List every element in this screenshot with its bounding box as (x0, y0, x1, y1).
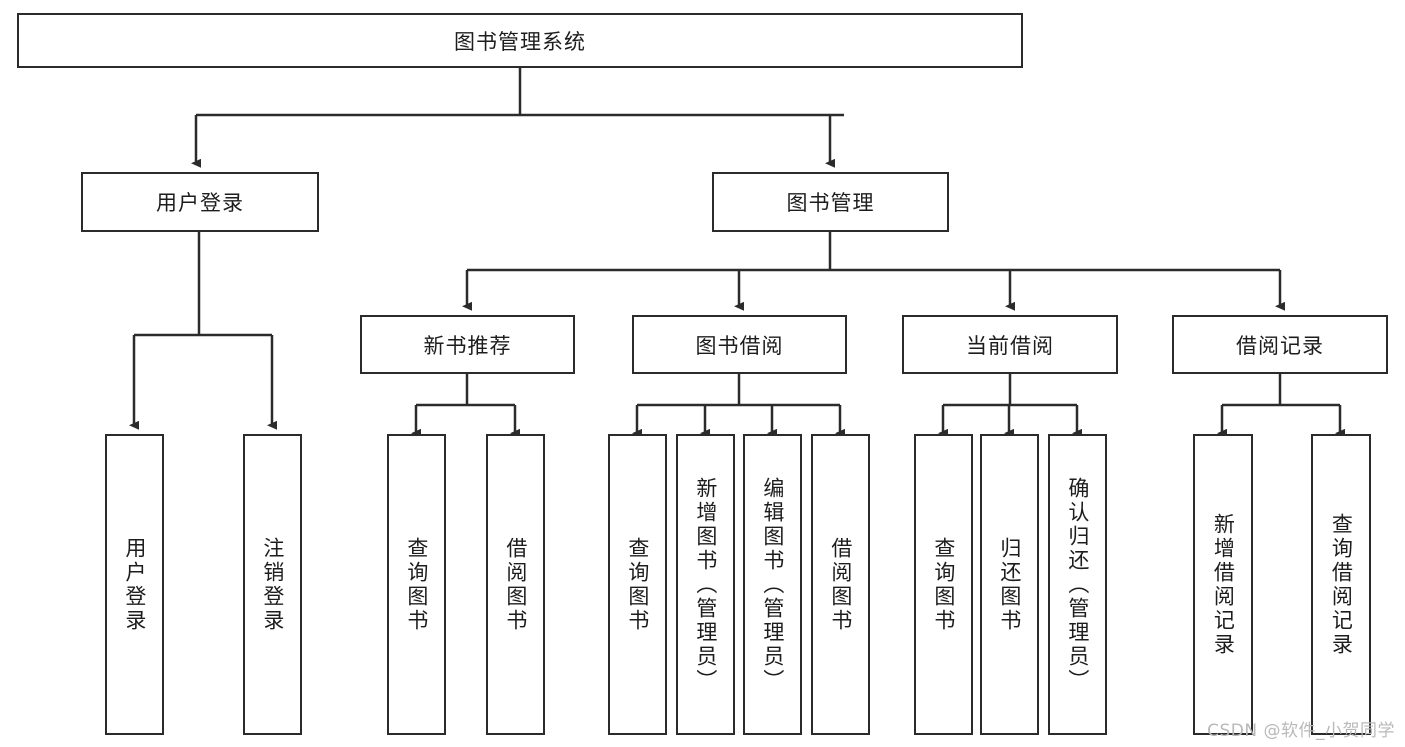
node-label: 图书借阅 (695, 333, 784, 358)
node-label: 借阅图书 (828, 536, 853, 633)
node-label: 查询图书 (404, 536, 429, 633)
leaf-edit-book-admin[interactable]: 编辑图书（管理员） (743, 434, 802, 735)
node-user-login[interactable]: 用户登录 (81, 172, 319, 232)
node-new-book-recommend[interactable]: 新书推荐 (360, 315, 575, 374)
node-current-borrow[interactable]: 当前借阅 (902, 315, 1118, 374)
node-label: 查询图书 (931, 536, 956, 633)
csdn-watermark: CSDN @软件_小贺同学 (1207, 721, 1395, 741)
node-label: 借阅记录 (1236, 333, 1324, 358)
node-label: 新书推荐 (423, 333, 512, 358)
leaf-query-borrow-record[interactable]: 查询借阅记录 (1311, 434, 1371, 735)
node-label: 注销登录 (260, 536, 285, 633)
leaf-user-logout[interactable]: 注销登录 (243, 434, 302, 735)
leaf-borrow-book[interactable]: 借阅图书 (811, 434, 870, 735)
leaf-query-book-current[interactable]: 查询图书 (914, 434, 973, 735)
leaf-query-book-borrow[interactable]: 查询图书 (608, 434, 667, 735)
node-borrow-record[interactable]: 借阅记录 (1172, 315, 1388, 374)
node-label: 归还图书 (997, 536, 1022, 633)
leaf-return-book[interactable]: 归还图书 (980, 434, 1039, 735)
node-label: 新增借阅记录 (1211, 512, 1236, 657)
node-book-borrow[interactable]: 图书借阅 (632, 315, 847, 374)
node-label: 确认归还（管理员） (1065, 476, 1090, 693)
leaf-borrow-book-recommend[interactable]: 借阅图书 (486, 434, 545, 735)
node-root-system[interactable]: 图书管理系统 (17, 13, 1023, 68)
node-label: 当前借阅 (966, 333, 1054, 358)
leaf-add-book-admin[interactable]: 新增图书（管理员） (676, 434, 735, 735)
node-label: 借阅图书 (503, 536, 528, 633)
node-label: 新增图书（管理员） (693, 476, 718, 693)
node-label: 查询图书 (625, 536, 650, 633)
node-label: 编辑图书（管理员） (760, 476, 785, 693)
leaf-query-book-recommend[interactable]: 查询图书 (387, 434, 446, 735)
node-label: 图书管理 (786, 191, 875, 215)
node-label: 用户登录 (156, 191, 244, 215)
leaf-user-login[interactable]: 用户登录 (105, 434, 164, 735)
node-label: 图书管理系统 (454, 29, 586, 54)
leaf-add-borrow-record[interactable]: 新增借阅记录 (1193, 434, 1253, 735)
leaf-confirm-return-admin[interactable]: 确认归还（管理员） (1048, 434, 1107, 735)
node-label: 用户登录 (122, 536, 147, 633)
node-label: 查询借阅记录 (1329, 512, 1354, 657)
node-book-management[interactable]: 图书管理 (712, 172, 949, 232)
